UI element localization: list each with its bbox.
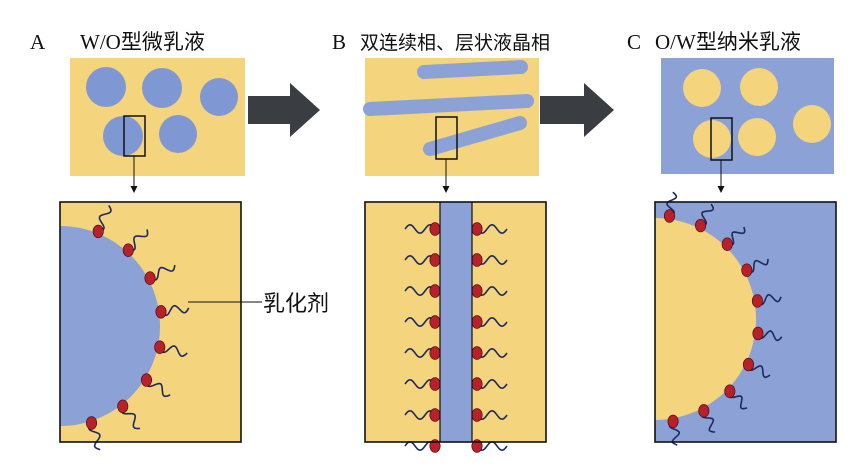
water-channel bbox=[417, 60, 528, 79]
surfactant-head bbox=[92, 224, 104, 239]
emulsifier-label: 乳化剂 bbox=[263, 291, 329, 316]
surfactant-head bbox=[429, 408, 441, 422]
surfactant-tail bbox=[700, 203, 715, 227]
oil-droplet bbox=[738, 118, 776, 156]
surfactant-tail bbox=[476, 316, 508, 328]
surfactant-tail bbox=[160, 304, 190, 317]
surfactant-tail bbox=[476, 254, 508, 266]
surfactant-head bbox=[86, 416, 98, 430]
surfactant-layer-c bbox=[663, 191, 783, 446]
surfactant-head bbox=[471, 222, 483, 236]
surfactant-tail bbox=[727, 226, 746, 246]
surfactant-head bbox=[742, 357, 754, 372]
surfactant-tail bbox=[404, 347, 436, 359]
surfactant-head bbox=[695, 218, 707, 233]
surfactant-head bbox=[429, 222, 441, 236]
oil-droplet bbox=[793, 105, 831, 143]
surfactant-tail bbox=[404, 285, 436, 297]
surfactant-head bbox=[154, 340, 166, 354]
surfactant-head bbox=[429, 315, 441, 329]
surfactant-head bbox=[471, 346, 483, 360]
panel-c-detail bbox=[654, 191, 837, 446]
water-droplet bbox=[86, 67, 126, 107]
detail-frame-c bbox=[654, 201, 837, 443]
surfactant-head bbox=[663, 209, 675, 223]
water-droplet bbox=[159, 115, 197, 153]
panel-c-title: O/W型纳米乳液 bbox=[655, 30, 801, 54]
panel-b-letter: B bbox=[332, 30, 346, 54]
surfactant-head bbox=[122, 243, 134, 257]
surfactant-tail bbox=[404, 378, 436, 390]
water-channel bbox=[363, 94, 534, 116]
surfactant-head bbox=[429, 253, 441, 267]
surfactant-head bbox=[471, 439, 483, 453]
water-core bbox=[60, 226, 160, 426]
surfactant-tail bbox=[404, 254, 436, 266]
panel-a-letter: A bbox=[30, 30, 46, 54]
surfactant-head bbox=[471, 408, 483, 422]
surfactant-tail bbox=[159, 345, 188, 358]
surfactant-head bbox=[698, 404, 710, 418]
surfactant-tail bbox=[97, 205, 112, 233]
water-droplet bbox=[103, 116, 143, 156]
surfactant-tail bbox=[476, 409, 508, 421]
panel-a-detail bbox=[59, 201, 242, 451]
surfactant-head bbox=[155, 305, 167, 319]
detail-frame-a bbox=[59, 201, 242, 443]
panel-b-overview bbox=[363, 58, 539, 176]
zoom-pointer-head bbox=[130, 186, 138, 193]
surfactant-head bbox=[471, 377, 483, 391]
detail-frame-b bbox=[364, 201, 547, 443]
panel-c-letter: C bbox=[627, 30, 641, 54]
surfactant-tail bbox=[404, 409, 436, 421]
surfactant-tail bbox=[128, 229, 149, 252]
surfactant-head bbox=[667, 414, 679, 429]
water-channel bbox=[423, 116, 527, 156]
surfactant-head bbox=[471, 315, 483, 329]
oil-droplet bbox=[693, 120, 731, 158]
surfactant-head bbox=[117, 399, 129, 414]
surfactant-head bbox=[429, 377, 441, 391]
panel-c-overview bbox=[661, 58, 834, 174]
water-droplet bbox=[142, 68, 182, 108]
surfactant-tail bbox=[476, 285, 508, 297]
surfactant-head bbox=[471, 284, 483, 298]
water-lamella bbox=[440, 202, 472, 442]
surfactant-layer-a bbox=[86, 205, 190, 451]
oil-droplet bbox=[740, 68, 778, 106]
surfactant-layer-b bbox=[404, 222, 508, 453]
transition-arrow-b-to-c bbox=[540, 83, 614, 137]
surfactant-head bbox=[751, 294, 763, 308]
surfactant-head bbox=[752, 326, 764, 341]
panel-a-title: W/O型微乳液 bbox=[80, 30, 205, 54]
panel-b-title: 双连续相、层状液晶相 bbox=[360, 32, 550, 54]
surfactant-tail bbox=[476, 347, 508, 359]
zoom-pointer-head bbox=[442, 186, 450, 193]
surfactant-head bbox=[724, 384, 736, 398]
surfactant-head bbox=[144, 271, 156, 285]
panel-a-overview bbox=[70, 58, 245, 176]
surfactant-tail bbox=[476, 378, 508, 390]
surfactant-head bbox=[141, 373, 153, 387]
surfactant-tail bbox=[404, 316, 436, 328]
oil-droplet bbox=[683, 69, 721, 107]
surfactant-head bbox=[429, 439, 441, 453]
zoom-pointer-head bbox=[717, 186, 725, 193]
surfactant-tail bbox=[746, 258, 769, 274]
surfactant-tail bbox=[476, 223, 508, 235]
surfactant-head bbox=[429, 284, 441, 298]
transition-arrow-a-to-b bbox=[248, 83, 320, 137]
surfactant-head bbox=[721, 237, 733, 251]
panel-b-detail bbox=[364, 201, 547, 453]
surfactant-tail bbox=[149, 264, 176, 281]
oil-core bbox=[655, 218, 756, 420]
surfactant-head bbox=[429, 346, 441, 360]
surfactant-head bbox=[471, 253, 483, 267]
surfactant-tail bbox=[404, 223, 436, 235]
surfactant-head bbox=[741, 263, 753, 277]
water-droplet bbox=[200, 78, 238, 116]
